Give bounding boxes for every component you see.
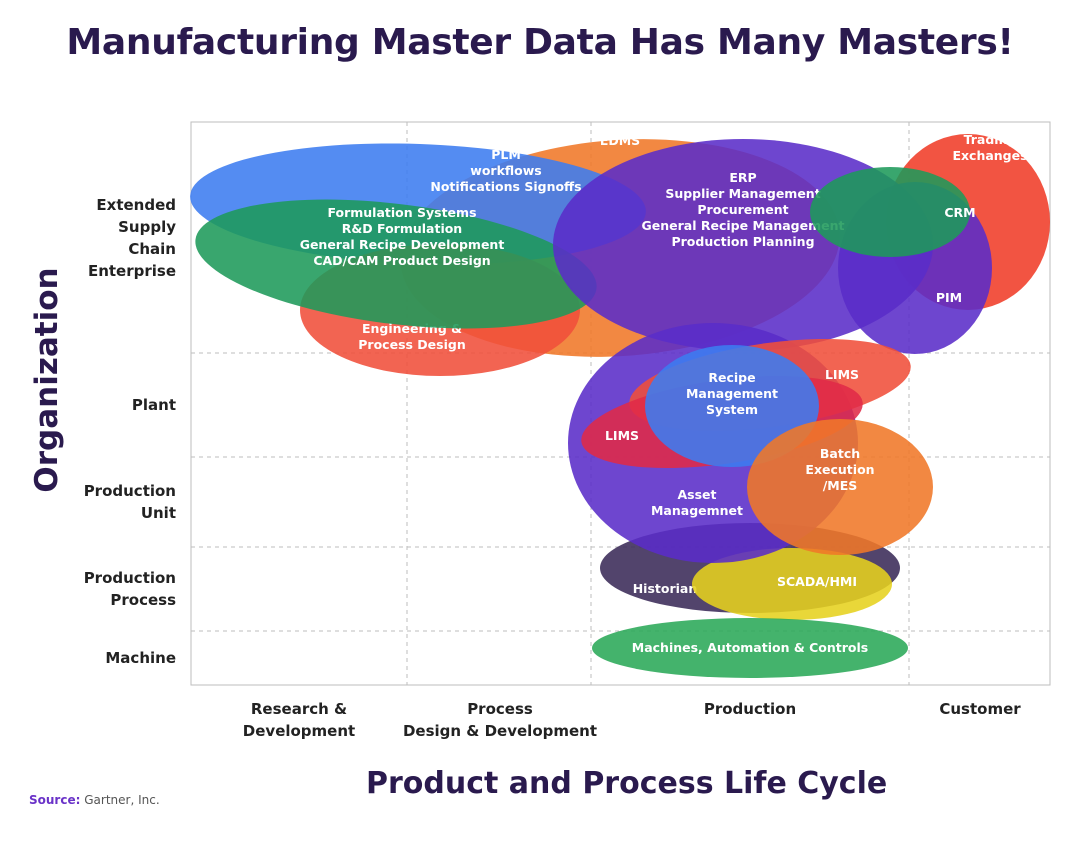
system-label-erp: General Recipe Management — [642, 218, 845, 233]
system-label-erp: ERP — [729, 170, 756, 185]
system-label-recipe: Recipe — [708, 370, 755, 385]
system-label-batch: Execution — [805, 462, 874, 477]
column-label-process-design: Process Design & Development — [402, 700, 598, 740]
system-label-pim: PIM — [936, 290, 962, 305]
grid-border — [190, 121, 1051, 686]
system-crm: CRM — [810, 167, 976, 257]
system-label-plm: Notifications Signoffs — [430, 179, 581, 194]
system-ellipse-scada — [692, 548, 892, 620]
system-label-trading: Trading — [964, 132, 1017, 147]
row-label-plant: Plant — [131, 396, 176, 414]
system-label-formulation: R&D Formulation — [342, 221, 462, 236]
system-ellipse-crm — [810, 167, 970, 257]
system-label-recipe: Management — [686, 386, 778, 401]
system-label-plm: PLM — [491, 147, 521, 162]
system-label-machines: Machines, Automation & Controls — [632, 640, 868, 655]
system-label-formulation: General Recipe Development — [300, 237, 505, 252]
system-scada: SCADA/HMI — [692, 548, 892, 620]
system-label-erp: Procurement — [697, 202, 788, 217]
column-label-customer: Customer — [939, 700, 1021, 718]
system-machines: Machines, Automation & Controls — [592, 618, 908, 678]
column-label-research-development: Research & Development — [242, 700, 356, 740]
x-axis-label: Product and Process Life Cycle — [366, 766, 888, 801]
page-title: Manufacturing Master Data Has Many Maste… — [66, 22, 1014, 63]
row-label-production-process: Production Process — [83, 569, 176, 609]
system-label-engineering: Process Design — [358, 337, 465, 352]
system-label-edms: EDMS — [600, 133, 640, 148]
system-label-historian: Historian — [633, 581, 698, 596]
system-ellipse-recipe — [645, 345, 819, 467]
system-label-erp: Supplier Management — [665, 186, 820, 201]
system-label-batch: /MES — [823, 478, 858, 493]
row-label-machine: Machine — [105, 649, 176, 667]
row-label-production-unit: Production Unit — [83, 482, 176, 522]
system-ellipse-machines — [592, 618, 908, 678]
source-key: Source: — [29, 793, 81, 807]
system-label-scada: SCADA/HMI — [777, 574, 857, 589]
system-label-asset: Asset — [677, 487, 716, 502]
row-label-extended-supply-chain: Extended Supply Chain Enterprise — [87, 196, 176, 280]
system-label-lims-left: LIMS — [605, 428, 639, 443]
source-note: Source: Gartner, Inc. — [29, 793, 160, 807]
system-label-formulation: Formulation Systems — [327, 205, 476, 220]
system-label-asset: Managemnet — [651, 503, 743, 518]
column-label-production: Production — [703, 700, 797, 718]
system-label-erp: Production Planning — [671, 234, 814, 249]
system-label-crm: CRM — [944, 205, 975, 220]
system-ellipse-batch — [747, 419, 933, 555]
system-label-batch: Batch — [820, 446, 860, 461]
system-ellipse-formulation — [195, 199, 597, 329]
system-label-lims-right: LIMS — [825, 367, 859, 382]
system-label-plm: workflows — [470, 163, 541, 178]
system-label-formulation: CAD/CAM Product Design — [313, 253, 490, 268]
system-label-recipe: System — [706, 402, 758, 417]
system-label-trading: Exchanges — [952, 148, 1027, 163]
source-value: Gartner, Inc. — [84, 793, 160, 807]
